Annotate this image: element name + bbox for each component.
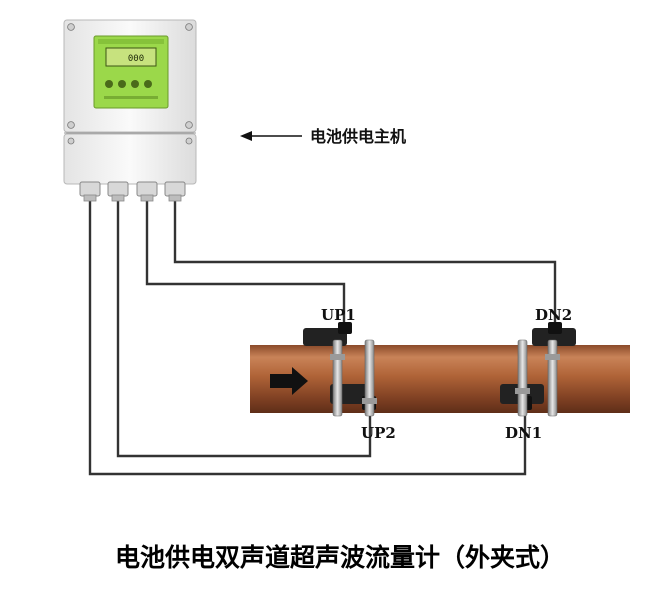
key-button — [105, 80, 113, 88]
pipe — [250, 345, 630, 413]
cable-up1 — [145, 200, 346, 330]
panel-header-strip — [98, 39, 164, 44]
cable-dn1 — [88, 200, 527, 476]
main-unit-housing-bottom — [63, 133, 197, 185]
label-dn1: DN1 — [505, 424, 542, 442]
sensor-dn2 — [532, 322, 576, 346]
clamp-band — [332, 339, 343, 417]
signal-cables — [88, 200, 557, 476]
clamps-downstream — [515, 339, 560, 417]
lcd-reading: 000 — [128, 54, 144, 64]
clamps-upstream — [330, 339, 377, 417]
label-up2: UP2 — [361, 424, 396, 442]
clamp-band — [364, 339, 375, 417]
screw-icons — [67, 23, 193, 145]
cable-glands — [79, 181, 186, 202]
key-button — [118, 80, 126, 88]
clamp-band — [547, 339, 558, 417]
label-up1: UP1 — [321, 306, 356, 324]
main-unit: 000 — [63, 19, 197, 202]
cable-up2 — [116, 200, 372, 458]
diagram-caption: 电池供电双声道超声波流量计（外夹式） — [115, 543, 565, 572]
main-unit-callout: 电池供电主机 — [240, 127, 406, 146]
clamp-band — [517, 339, 528, 417]
key-button — [144, 80, 152, 88]
sensor-up1 — [303, 322, 352, 346]
panel-footer-strip — [104, 96, 158, 99]
pipe-body — [250, 345, 630, 413]
cable-dn2 — [173, 200, 557, 330]
main-unit-label: 电池供电主机 — [310, 127, 406, 146]
lcd-display — [105, 47, 157, 67]
key-button — [131, 80, 139, 88]
label-dn2: DN2 — [535, 306, 572, 324]
callout-arrowhead-icon — [240, 131, 252, 141]
keypad — [105, 80, 152, 88]
flow-direction-arrow-icon — [270, 367, 308, 395]
